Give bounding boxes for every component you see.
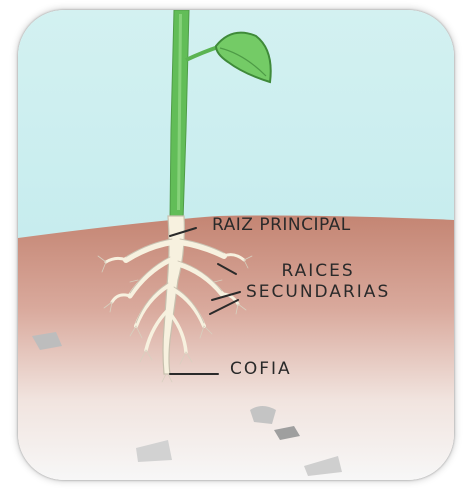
- stone: [274, 426, 300, 440]
- leaf-vein: [219, 47, 267, 77]
- label-raiz-principal: RAIZ PRINCIPAL: [212, 215, 351, 235]
- plant-root-illustration: [18, 10, 454, 480]
- label-raices-secundarias-line1: RAICES: [281, 261, 355, 281]
- pointer-raices-secundarias-3: [209, 299, 239, 315]
- stem-highlight: [177, 14, 182, 210]
- pointer-raices-secundarias-1: [217, 263, 237, 275]
- soil-layer: [18, 215, 454, 480]
- root-hairs: [97, 255, 253, 383]
- secondary-root-outlines: [125, 238, 225, 324]
- stone: [250, 406, 276, 424]
- diagram-card: RAIZ PRINCIPAL RAICES SECUNDARIAS COFIA: [18, 10, 454, 480]
- pointer-raiz-principal: [169, 227, 197, 237]
- label-raices-secundarias: RAICES SECUNDARIAS: [246, 261, 390, 304]
- pointer-raices-secundarias-2: [211, 291, 241, 301]
- secondary-roots: [104, 239, 246, 354]
- stone: [32, 332, 62, 350]
- pointer-lines: [169, 227, 241, 375]
- label-raices-secundarias-line2: SECUNDARIAS: [246, 282, 391, 303]
- label-cofia: COFIA: [230, 359, 292, 379]
- stone: [136, 440, 172, 462]
- stone: [304, 456, 342, 476]
